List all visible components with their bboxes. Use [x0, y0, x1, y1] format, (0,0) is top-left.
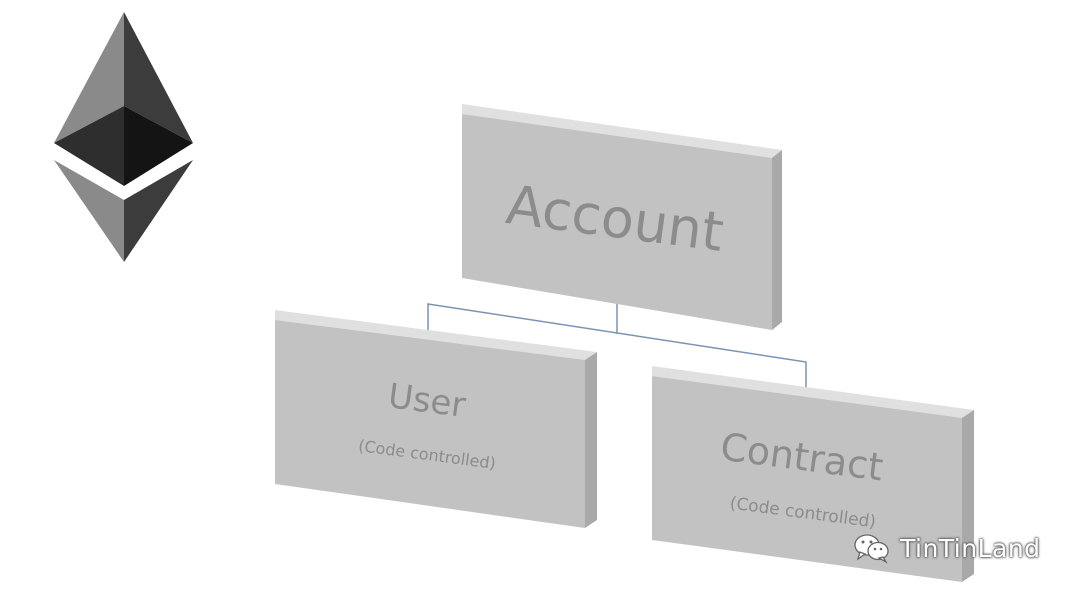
account-box: Account [462, 104, 782, 330]
connector-lines [427, 300, 807, 392]
wechat-icon [852, 532, 892, 564]
watermark-text: TinTinLand [900, 533, 1041, 563]
ethereum-logo [54, 12, 193, 262]
contract-box: Contract (Code controlled) [652, 366, 974, 582]
user-box: User (Code controlled) [275, 310, 597, 528]
watermark: TinTinLand [852, 532, 1041, 564]
